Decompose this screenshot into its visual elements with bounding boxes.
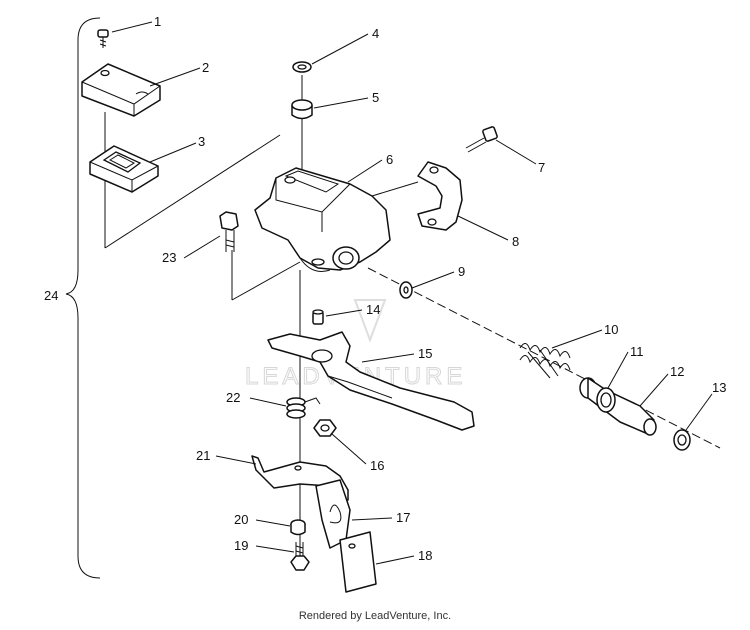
part-22-spring: [286, 397, 321, 419]
callout-20: 20: [234, 512, 248, 527]
callout-8: 8: [512, 234, 519, 249]
part-11-12-piston: [579, 377, 657, 436]
part-23-bolt: [219, 211, 239, 252]
callout-19: 19: [234, 538, 248, 553]
part-8-clamp: [417, 161, 463, 231]
part-1-screw: [97, 29, 109, 48]
callout-10: 10: [604, 322, 618, 337]
callout-5: 5: [372, 90, 379, 105]
leader-lines: [111, 21, 713, 565]
callout-6: 6: [386, 152, 393, 167]
part-9-washer: [399, 281, 413, 299]
part-18-tag: [339, 531, 377, 593]
callout-2: 2: [202, 60, 209, 75]
part-19-bolt: [290, 542, 310, 571]
callout-16: 16: [370, 458, 384, 473]
callout-22: 22: [226, 390, 240, 405]
callout-14: 14: [366, 302, 380, 317]
callout-15: 15: [418, 346, 432, 361]
callout-18: 18: [418, 548, 432, 563]
part-15-lever: [267, 331, 475, 431]
part-20-spacer: [290, 519, 306, 536]
part-13-circlip: [673, 429, 691, 451]
callout-1: 1: [154, 14, 161, 29]
part-3-diaphragm: [89, 145, 159, 193]
callout-24: 24: [44, 288, 58, 303]
part-10-spring: [519, 343, 571, 379]
part-4-washer: [292, 61, 312, 73]
callout-4: 4: [372, 26, 379, 41]
part-7-bolt: [465, 126, 498, 153]
part-6-master-cylinder: [254, 167, 391, 272]
callout-13: 13: [712, 380, 726, 395]
callout-7: 7: [538, 160, 545, 175]
callout-11: 11: [630, 344, 644, 359]
part-16-nut: [313, 419, 337, 437]
callout-21: 21: [196, 448, 210, 463]
part-5-bushing: [291, 99, 313, 120]
callout-3: 3: [198, 134, 205, 149]
assembly-bracket: [65, 17, 101, 579]
callout-12: 12: [670, 364, 684, 379]
callout-23: 23: [162, 250, 176, 265]
callout-9: 9: [458, 264, 465, 279]
part-21-bracket: [251, 455, 349, 501]
footer-credit: Rendered by LeadVenture, Inc.: [298, 610, 452, 622]
part-14-pin: [312, 309, 324, 325]
part-2-cover: [81, 63, 161, 117]
callout-17: 17: [396, 510, 410, 525]
